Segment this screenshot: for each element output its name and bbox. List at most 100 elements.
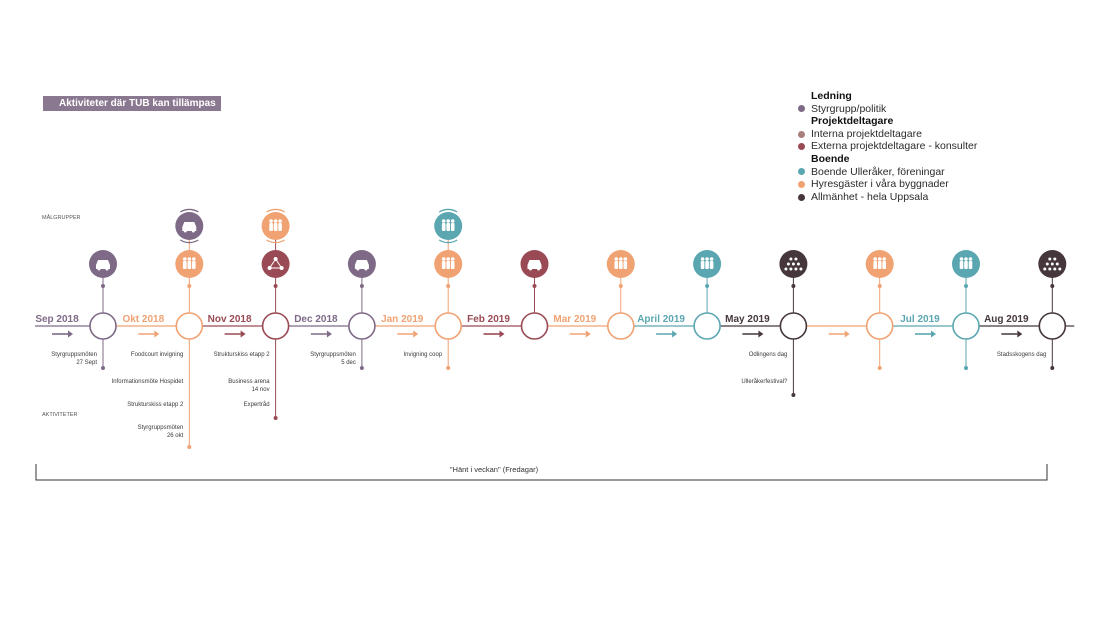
arrow-head xyxy=(68,330,73,338)
malgrupper-label: MÅLGRUPPER xyxy=(42,214,81,221)
crowd-icon xyxy=(1053,267,1057,271)
people-icon xyxy=(450,223,455,231)
people-icon-badge xyxy=(606,250,635,278)
timeline-segment xyxy=(35,325,90,338)
people-icon xyxy=(705,257,709,261)
people-icon xyxy=(882,261,886,269)
people-icon xyxy=(192,257,196,261)
car-wheel xyxy=(529,267,532,271)
timeline-node xyxy=(348,312,376,340)
people-icon xyxy=(273,223,278,231)
activity-label: Foodcourt invigning xyxy=(131,352,183,358)
legend-item: Boende Ulleråker, föreningar xyxy=(798,166,977,179)
people-icon xyxy=(446,261,450,269)
month-10 xyxy=(865,250,894,370)
activity-label: Invigning coop xyxy=(403,352,442,358)
legend-item: Allmänhet - hela Uppsala xyxy=(798,191,977,204)
people-icon xyxy=(446,257,451,261)
crowd-icon xyxy=(1048,257,1052,261)
stem-dot xyxy=(705,284,710,288)
people-icon xyxy=(877,257,882,261)
car-wheel xyxy=(356,267,360,271)
stem-dot xyxy=(446,284,451,288)
activity-label: 26 okt xyxy=(167,433,184,439)
people-icon-badge xyxy=(693,250,722,278)
crowd-icon xyxy=(1053,257,1057,261)
crowd-icon-badge xyxy=(1038,250,1067,278)
car-wheel xyxy=(183,229,187,233)
timeline-segment xyxy=(892,325,953,338)
crowd-icon xyxy=(1055,262,1059,266)
timeline-node xyxy=(606,312,635,340)
people-icon xyxy=(614,261,619,269)
activity-label: Informationsmöte Hospidet xyxy=(112,379,184,385)
stem-dot xyxy=(101,366,105,370)
legend-label: Boende Ulleråker, föreningar xyxy=(811,165,945,178)
people-icon xyxy=(446,219,451,223)
cycle-arrow-icon xyxy=(438,208,458,213)
legend-dot xyxy=(798,105,805,113)
arrow-head xyxy=(154,330,160,338)
month-label: Jan 2019 xyxy=(381,314,424,325)
icon-circle xyxy=(261,250,290,278)
cycle-arrow-icon xyxy=(179,208,199,213)
stem-dot xyxy=(964,366,968,370)
cycle-arrow-icon xyxy=(266,239,285,244)
month-7: Mar 2019 xyxy=(553,250,635,340)
bracket: "Hänt i veckan" (Fredagar) xyxy=(35,464,1048,481)
people-icon xyxy=(187,261,192,269)
crowd-icon xyxy=(786,262,790,266)
people-icon xyxy=(968,261,973,269)
timeline-node xyxy=(779,312,808,340)
network-icon-badge xyxy=(261,250,290,278)
aktiviteter-label: AKTIVITETER xyxy=(42,412,77,418)
timeline-node xyxy=(693,312,721,340)
cycle-arrow-icon xyxy=(179,239,199,244)
people-icon xyxy=(450,219,455,223)
people-icon xyxy=(614,257,619,261)
car-wheel xyxy=(105,267,109,271)
stem-dot xyxy=(791,284,796,288)
month-label: Jul 2019 xyxy=(900,314,940,325)
stem-dot xyxy=(877,366,882,370)
crowd-icon xyxy=(799,267,803,271)
stem-dot xyxy=(532,284,537,288)
crowd-icon xyxy=(794,257,798,261)
people-icon xyxy=(700,257,705,261)
legend-label: Allmänhet - hela Uppsala xyxy=(811,190,929,203)
people-icon-badge xyxy=(434,250,463,278)
people-icon xyxy=(877,261,882,269)
people-icon xyxy=(187,257,192,261)
car-icon xyxy=(182,222,197,231)
legend-dot xyxy=(798,193,805,201)
activity-label: Styrgruppsmöten xyxy=(310,352,356,358)
month-label: Nov 2018 xyxy=(208,314,252,325)
timeline-segment xyxy=(374,325,436,338)
stem-dot xyxy=(1050,284,1055,288)
car-icon-badge xyxy=(175,208,204,244)
car-icon-badge xyxy=(347,250,376,278)
arrow-head xyxy=(413,330,419,338)
legend-dot xyxy=(798,168,805,176)
people-icon xyxy=(273,219,278,223)
people-icon xyxy=(873,257,877,261)
activity-label: Styrgruppsmöten xyxy=(51,352,97,358)
people-icon xyxy=(278,219,282,223)
people-icon xyxy=(192,261,196,269)
arrow-head xyxy=(240,330,246,338)
arrow-head xyxy=(1017,330,1023,338)
people-icon xyxy=(450,257,455,261)
month-label: Mar 2019 xyxy=(553,314,596,325)
people-icon xyxy=(441,223,446,231)
legend-item: Hyresgäster i våra byggnader xyxy=(798,178,977,191)
activity-label: Business arena xyxy=(228,379,270,385)
people-icon xyxy=(959,261,964,269)
car-wheel xyxy=(191,229,195,233)
people-icon xyxy=(450,261,455,269)
people-icon xyxy=(873,261,877,269)
car-wheel xyxy=(97,267,101,271)
activity-label: Expertråd xyxy=(244,401,270,408)
